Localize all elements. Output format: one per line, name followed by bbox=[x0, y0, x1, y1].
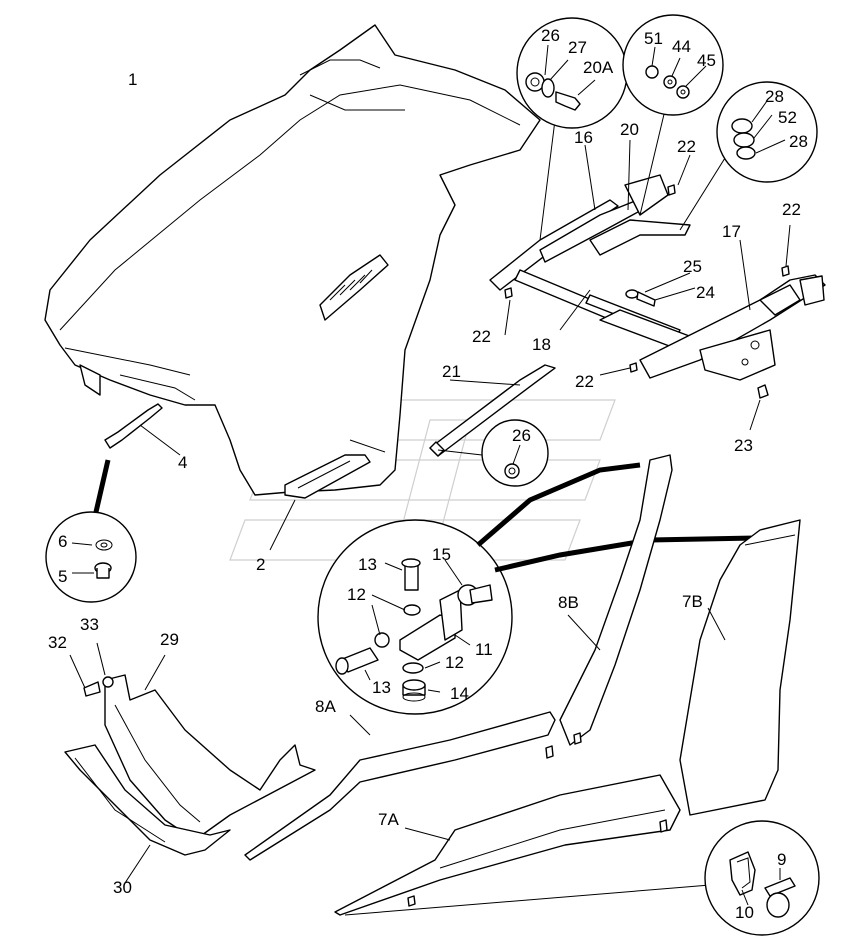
label-4: 4 bbox=[178, 453, 187, 472]
label-32: 32 bbox=[48, 633, 67, 652]
parts-7-8-side-trims bbox=[244, 454, 801, 916]
label-28-top: 28 bbox=[765, 87, 784, 106]
part-4-strap bbox=[93, 403, 181, 513]
label-14: 14 bbox=[450, 684, 469, 703]
label-28-bottom: 28 bbox=[789, 132, 808, 151]
label-12-top: 12 bbox=[347, 585, 366, 604]
label-33: 33 bbox=[80, 615, 99, 634]
label-30: 30 bbox=[113, 878, 132, 897]
part-labels: 1 2 4 5 6 7A 7B 8A 8B 9 10 11 12 12 13 1… bbox=[48, 26, 808, 922]
part-1-roof-panel bbox=[44, 24, 541, 496]
detail-circle-9-10 bbox=[704, 820, 820, 936]
label-52: 52 bbox=[778, 108, 797, 127]
label-45: 45 bbox=[697, 51, 716, 70]
detail-circle-44-45-51 bbox=[622, 14, 724, 116]
label-44: 44 bbox=[672, 37, 691, 56]
label-17: 17 bbox=[722, 222, 741, 241]
label-13-bottom: 13 bbox=[372, 678, 391, 697]
label-22-d: 22 bbox=[782, 200, 801, 219]
detail-circle-20A-26-27 bbox=[516, 17, 628, 129]
parts-29-30-lower-trim bbox=[64, 642, 316, 884]
label-20: 20 bbox=[620, 120, 639, 139]
detail-circle-bracket-11-15 bbox=[317, 462, 756, 715]
detail-circle-28-52 bbox=[716, 81, 818, 183]
label-11: 11 bbox=[475, 640, 493, 659]
label-23: 23 bbox=[734, 436, 753, 455]
label-13-top: 13 bbox=[358, 555, 377, 574]
label-1: 1 bbox=[128, 70, 137, 89]
label-24: 24 bbox=[696, 283, 715, 302]
label-20A: 20A bbox=[583, 58, 614, 77]
label-10: 10 bbox=[735, 903, 754, 922]
detail-circle-26-small bbox=[437, 419, 549, 487]
label-22-a: 22 bbox=[677, 137, 696, 156]
label-15: 15 bbox=[432, 545, 451, 564]
label-5: 5 bbox=[58, 567, 67, 586]
label-16: 16 bbox=[574, 128, 593, 147]
label-12-bottom: 12 bbox=[445, 653, 464, 672]
hinge-assembly bbox=[429, 109, 826, 457]
label-22-c: 22 bbox=[575, 372, 594, 391]
label-51: 51 bbox=[644, 29, 663, 48]
label-18: 18 bbox=[532, 335, 551, 354]
label-9: 9 bbox=[777, 850, 786, 869]
label-21: 21 bbox=[442, 362, 461, 381]
label-8B: 8B bbox=[558, 593, 579, 612]
label-22-b: 22 bbox=[472, 327, 491, 346]
label-8A: 8A bbox=[315, 697, 336, 716]
label-6: 6 bbox=[58, 532, 67, 551]
label-29: 29 bbox=[160, 630, 179, 649]
label-26-mid: 26 bbox=[512, 426, 531, 445]
detail-circle-5-6 bbox=[45, 511, 137, 603]
label-7B: 7B bbox=[682, 592, 703, 611]
label-25: 25 bbox=[683, 257, 702, 276]
label-27: 27 bbox=[568, 38, 587, 57]
label-2: 2 bbox=[256, 555, 265, 574]
part-2-handle bbox=[269, 439, 386, 551]
label-26-top: 26 bbox=[541, 26, 560, 45]
label-7A: 7A bbox=[378, 810, 399, 829]
